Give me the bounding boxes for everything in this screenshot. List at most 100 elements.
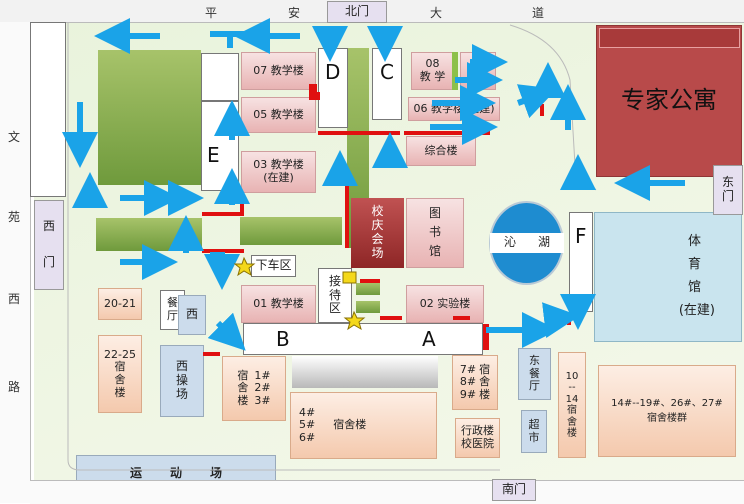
- admin-hospital[interactable]: 行政楼 校医院: [455, 418, 500, 458]
- celebration-hall-char-3: 会: [371, 232, 384, 246]
- dorm-7-9-char-1: 宿: [479, 362, 491, 376]
- teaching-building-08-label: 教 学: [419, 70, 446, 83]
- teaching-building-01[interactable]: 01 教学楼: [241, 285, 316, 323]
- teaching-building-01-label: 01 教学楼: [253, 296, 304, 310]
- west-canteen-prefix-box: 西: [178, 295, 206, 335]
- central-green-strip: [240, 217, 342, 245]
- stars: [233, 256, 366, 331]
- dorm-10-14-dash: --: [568, 382, 576, 393]
- dorm-10-14-num-1: 10: [565, 370, 579, 382]
- south-gate-label: 南门: [501, 482, 526, 497]
- library[interactable]: 图 书 馆: [406, 198, 464, 268]
- dorm-22-25-char-3: 楼: [114, 385, 126, 399]
- north-gate-arrow-left: [312, 26, 348, 62]
- red-lines: [202, 92, 571, 356]
- gymnasium-char-3: 馆: [687, 280, 701, 295]
- dropoff-arrow: [204, 252, 240, 290]
- west-gate-char-2: 门: [42, 255, 55, 269]
- north-gate-label: 北门: [344, 4, 369, 19]
- north-gate[interactable]: 北门: [327, 1, 387, 23]
- dorm-1-3-label: 宿 舍 楼: [237, 368, 249, 408]
- dorm-1-3-num-1: 1#: [254, 368, 271, 382]
- north-road-char-2: 安: [288, 6, 301, 20]
- north-road-char-6: 道: [532, 6, 545, 20]
- dorm-22-25-char-1: 宿: [114, 360, 126, 374]
- dorm-20-21-label: 20-21: [104, 296, 136, 310]
- gymnasium-char-2: 育: [687, 257, 701, 273]
- qin-lake-char-1: 沁: [503, 235, 516, 250]
- dorm-7-9-char-2: 舍: [479, 375, 491, 389]
- gymnasium-status: (在建): [678, 302, 715, 318]
- east-gate-char-2: 门: [721, 189, 734, 203]
- dorm-10-14[interactable]: 10 -- 14 宿 舍 楼: [558, 352, 586, 458]
- east-canteen[interactable]: 东 餐 厅: [518, 348, 551, 400]
- lab-building-02[interactable]: 02 实验楼: [406, 285, 484, 323]
- west-gate[interactable]: 西 门: [34, 200, 64, 290]
- dorm-1-3-char-1: 宿: [237, 368, 249, 382]
- direction-arrows: [62, 18, 685, 351]
- dorm-1-3-numbers: 1# 2# 3#: [254, 368, 271, 408]
- dorm-4-6-num-1: 4#: [299, 405, 316, 419]
- supermarket-char-1: 超: [528, 417, 540, 431]
- teaching-building-05-label: 05 教学楼: [253, 107, 304, 121]
- east-road-outline: [509, 24, 597, 191]
- west-road-char-2: 苑: [8, 210, 21, 224]
- dorm-group[interactable]: 14#--19#、26#、27# 宿舍楼群: [598, 365, 736, 457]
- north-road-char-1: 平: [205, 6, 218, 20]
- west-field-char-2: 操: [175, 373, 188, 388]
- teaching-building-03[interactable]: 03 教学楼 (在建): [241, 151, 316, 193]
- dorm-group-label: 宿舍楼群: [647, 413, 687, 424]
- expert-apartment[interactable]: 专家公寓: [596, 25, 742, 177]
- dorm-4-6[interactable]: 4# 5# 6# 宿舍楼: [290, 392, 437, 459]
- dorm-group-numbers: 14#--19#、26#、27#: [611, 397, 723, 409]
- east-gate-char-1: 东: [721, 175, 734, 190]
- dorm-4-6-num-3: 6#: [299, 430, 316, 444]
- qin-lake-label-bar: 沁 湖: [490, 233, 564, 253]
- west-gate-char-1: 西: [42, 219, 55, 234]
- expert-apartment-label: 专家公寓: [621, 86, 717, 115]
- reception-char-3: 区: [328, 301, 341, 316]
- hospital-label: 校医院: [461, 437, 494, 450]
- dorm-7-9-char-3: 楼: [479, 387, 491, 401]
- dorm-1-3[interactable]: 宿 舍 楼 1# 2# 3#: [222, 356, 286, 421]
- east-gate[interactable]: 东 门: [713, 165, 743, 215]
- arrow: [542, 302, 580, 338]
- lab-building-02-label: 02 实验楼: [419, 296, 471, 310]
- west-road-char-1: 文: [8, 130, 21, 144]
- south-gate[interactable]: 南门: [492, 479, 536, 501]
- dorm-7-9[interactable]: 7# 8# 9# 宿 舍 楼: [452, 355, 498, 410]
- star-marker: [343, 310, 366, 331]
- teaching-building-05[interactable]: 05 教学楼: [241, 97, 316, 133]
- north-road-char-5: 大: [430, 6, 443, 20]
- west-canteen-char-1: 餐: [167, 296, 178, 310]
- dorm-20-21[interactable]: 20-21: [98, 288, 142, 320]
- celebration-hall[interactable]: 校 庆 会 场: [351, 198, 404, 268]
- northwest-green: [98, 50, 201, 185]
- star-marker: [233, 256, 256, 277]
- dorm-22-25[interactable]: 22-25 宿 舍 楼: [98, 335, 142, 413]
- west-canteen-prefix: 西: [185, 307, 198, 322]
- supermarket[interactable]: 超 市: [521, 410, 547, 453]
- east-canteen-char-3: 厅: [529, 379, 540, 393]
- teaching-building-07[interactable]: 07 教学楼: [241, 52, 316, 90]
- reception-green-2: [356, 301, 380, 313]
- teaching-building-08-num: 08: [425, 57, 440, 71]
- west-sports-field[interactable]: 西 操 场: [160, 345, 204, 417]
- dorm-10-14-char-3: 楼: [567, 428, 577, 439]
- dorm-4-6-numbers: 4# 5# 6#: [299, 405, 316, 445]
- south-road: [30, 480, 744, 504]
- comprehensive-building-label: 综合楼: [424, 143, 458, 157]
- inner-road-outline: [67, 22, 500, 471]
- west-road: [0, 22, 31, 503]
- teaching-building-03-label: 03 教学楼: [253, 158, 304, 172]
- marker-a: A: [422, 327, 436, 351]
- gray-strip: [292, 356, 438, 388]
- dorm-22-25-char-2: 舍: [114, 373, 126, 386]
- dorm-1-3-num-2: 2#: [254, 381, 271, 395]
- teaching-building-03-status: (在建): [263, 171, 294, 184]
- dorm-1-3-num-3: 3#: [254, 393, 271, 407]
- gymnasium[interactable]: 体 育 馆 (在建): [594, 212, 742, 342]
- teaching-building-08[interactable]: 08 教 学: [411, 52, 454, 90]
